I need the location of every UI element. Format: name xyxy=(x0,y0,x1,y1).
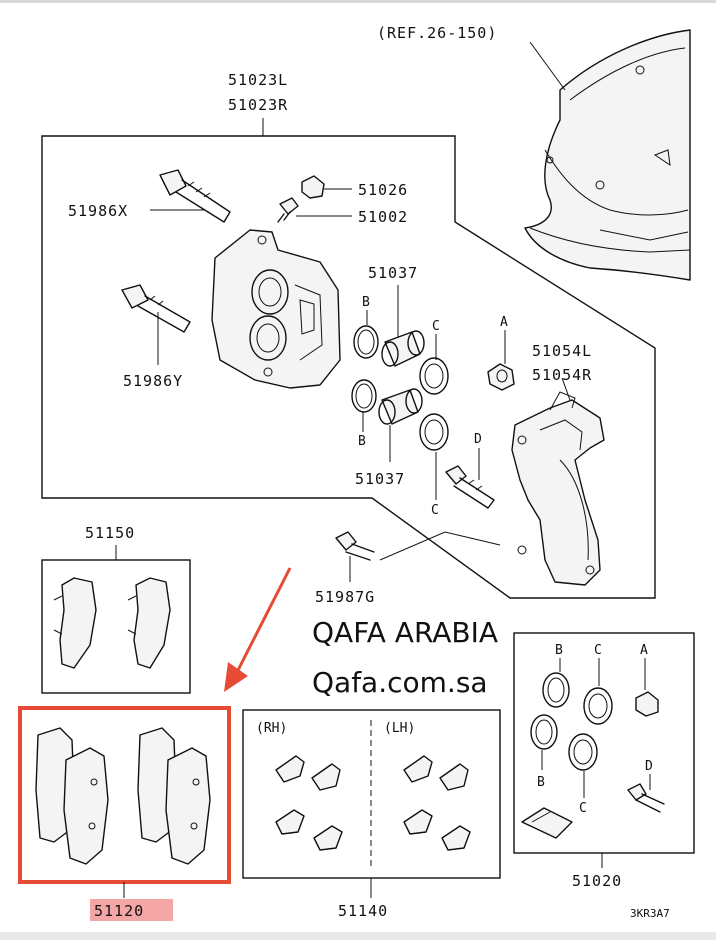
top-border xyxy=(0,0,716,3)
brand-name: QAFA ARABIA xyxy=(312,616,498,649)
letter-b4: B xyxy=(537,775,545,790)
caliper-assembly-outline xyxy=(41,135,656,599)
seal-kit-bolt xyxy=(627,783,665,813)
guide-bolt-y xyxy=(121,284,191,333)
pad-kit-left-pads xyxy=(35,727,109,865)
letter-c4: C xyxy=(579,801,587,816)
upper-boot-ring xyxy=(353,325,379,359)
upper-piston-seal xyxy=(419,357,449,395)
seal-kit-grease-packet xyxy=(521,807,573,839)
seal-kit-boot-2 xyxy=(530,714,558,750)
pad-kit-label: 51120 xyxy=(94,902,144,920)
lower-boot-ring xyxy=(351,379,377,413)
bolt-y-label: 51986Y xyxy=(123,372,183,390)
nut-a xyxy=(487,363,515,391)
seal-kit-label: 51020 xyxy=(572,872,622,890)
bolt-x-label: 51986X xyxy=(68,202,128,220)
bracket-r-label: 51054R xyxy=(532,366,592,384)
bracket-bolt-g xyxy=(335,531,375,561)
bleeder-cap xyxy=(301,175,325,199)
piston-top-label: 51037 xyxy=(368,264,418,282)
bracket-bolt-d xyxy=(445,465,495,509)
lh-label: (LH) xyxy=(384,721,415,736)
lower-piston-seal xyxy=(419,413,449,451)
seal-kit-nut xyxy=(635,691,659,717)
guide-bolt-x xyxy=(159,169,231,223)
caliper-body xyxy=(211,229,341,389)
bleeder-screw xyxy=(277,197,299,223)
letter-c2: C xyxy=(431,503,439,518)
highlight-arrow xyxy=(224,567,292,692)
bolt-g-link xyxy=(379,531,501,561)
caliper-l-label: 51023L xyxy=(228,71,288,89)
ref-label: (REF.26-150) xyxy=(377,24,497,42)
letter-a1: A xyxy=(500,315,508,330)
seal-kit-seal-2 xyxy=(568,733,598,771)
caliper-bracket xyxy=(511,391,605,586)
bracket-l-label: 51054L xyxy=(532,342,592,360)
seal-kit-frame xyxy=(513,632,695,854)
caliper-r-label: 51023R xyxy=(228,96,288,114)
ref-leader xyxy=(529,41,566,91)
seal-kit-seal-1 xyxy=(583,687,613,725)
letter-c1: C xyxy=(432,319,440,334)
rh-clips xyxy=(275,755,343,851)
letter-b2: B xyxy=(358,434,366,449)
bracket-leader xyxy=(561,377,571,401)
lower-piston xyxy=(378,388,423,425)
bottom-border xyxy=(0,932,716,940)
brand-site: Qafa.com.sa xyxy=(312,666,488,699)
rh-label: (RH) xyxy=(256,721,287,736)
pad-kit-label-highlight xyxy=(90,899,173,921)
bleeder-label: 51002 xyxy=(358,208,408,226)
letter-b3: B xyxy=(555,643,563,658)
pad-set-label: 51150 xyxy=(85,524,135,542)
letter-a2: A xyxy=(640,643,648,658)
upper-piston xyxy=(381,330,425,367)
clip-kit-label: 51140 xyxy=(338,902,388,920)
pad-kit-right-pads xyxy=(137,727,211,865)
letter-d1: D xyxy=(474,432,482,447)
pad-set-frame xyxy=(41,559,191,694)
lh-clips xyxy=(403,755,471,851)
pad-set-right-pad xyxy=(127,577,171,669)
seal-kit-boot-1 xyxy=(542,672,570,708)
bolt-g-label: 51987G xyxy=(315,588,375,606)
diagram-code: 3KR3A7 xyxy=(630,907,670,920)
pad-set-left-pad xyxy=(53,577,97,669)
dust-shield xyxy=(524,29,691,281)
letter-b1: B xyxy=(362,295,370,310)
cap-label: 51026 xyxy=(358,181,408,199)
piston-bottom-label: 51037 xyxy=(355,470,405,488)
letter-c3: C xyxy=(594,643,602,658)
letter-d2: D xyxy=(645,759,653,774)
